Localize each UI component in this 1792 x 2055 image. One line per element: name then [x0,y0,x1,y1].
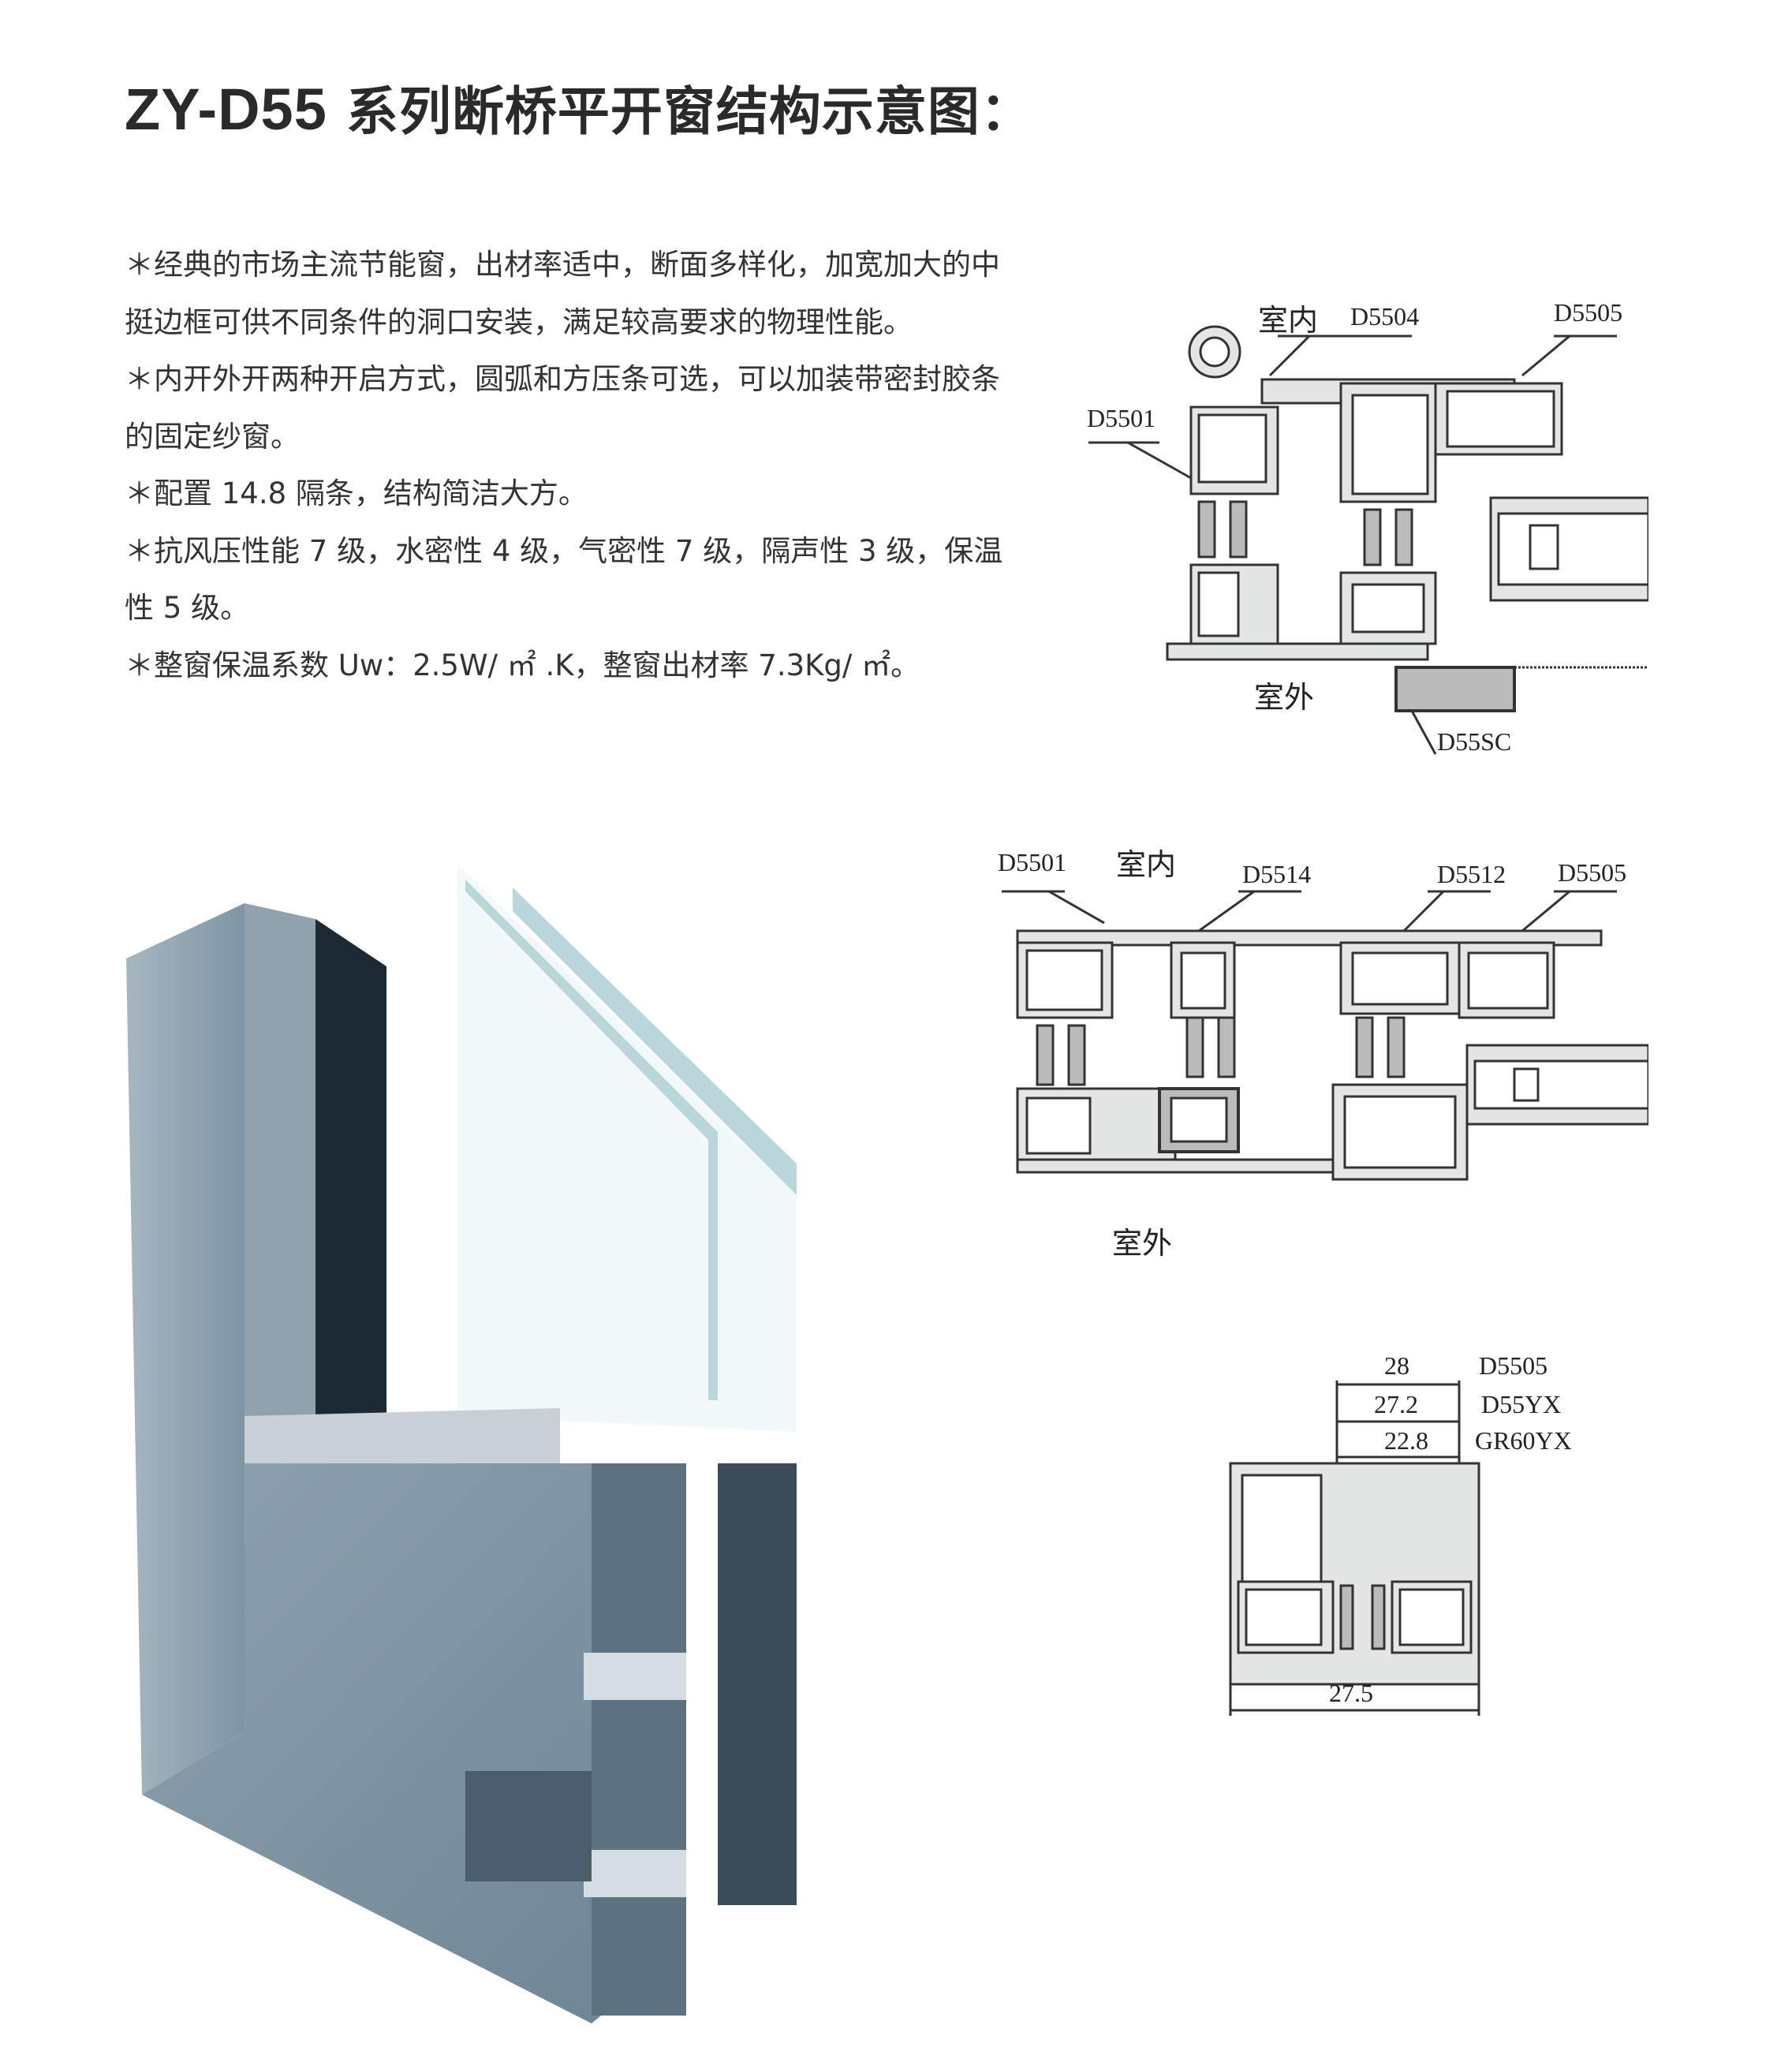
feature-item: ＊内开外开两种开启方式，圆弧和方压条可选，可以加装带密封胶条的固定纱窗。 [125,362,1000,454]
dimension-label: 28 [1384,1351,1409,1380]
part-label: D5501 [1087,404,1156,432]
indoor-label: 室内 [1116,847,1177,882]
model-name: ZY-D55 [125,77,327,142]
part-label: GR60YX [1475,1426,1572,1455]
section-drawing-1 [1088,325,1648,755]
part-label: D5505 [1558,858,1627,887]
feature-item: ＊经典的市场主流节能窗，出材率适中，断面多样化，加宽加大的中挺边框可供不同条件的… [125,248,1000,339]
feature-item: ＊配置 14.8 隔条，结构简洁大方。 [125,476,588,510]
dimension-label: 27.2 [1374,1390,1418,1418]
part-label: D5514 [1242,860,1312,888]
title-text: 系列断桥平开窗结构示意图： [327,81,1033,142]
outdoor-label: 室外 [1254,680,1315,715]
dimension-label: 22.8 [1384,1426,1428,1455]
part-label: D5504 [1350,302,1420,331]
feature-item: ＊整窗保温系数 Uw：2.5W/ ㎡ .K，整窗出材率 7.3Kg/ ㎡。 [125,648,920,682]
part-label: D55SC [1437,727,1512,756]
part-label: D5501 [998,848,1067,876]
indoor-label: 室内 [1258,303,1319,338]
page-title: ZY-D55 系列断桥平开窗结构示意图： [125,69,1033,145]
feature-item: ＊抗风压性能 7 级，水密性 4 级，气密性 7 级，隔声性 3 级，保温性 5… [125,533,1003,626]
part-label: D55YX [1481,1390,1562,1418]
feature-description: ＊经典的市场主流节能窗，出材率适中，断面多样化，加宽加大的中挺边框可供不同条件的… [125,237,1008,694]
window-corner-photo [126,864,797,2023]
outdoor-label: 室外 [1112,1226,1173,1261]
part-label: D5505 [1479,1351,1548,1380]
section-drawing-2 [1002,890,1648,1181]
part-label: D5505 [1554,298,1623,327]
section-drawing-3 [1229,1381,1480,1716]
part-label: D5512 [1437,860,1506,888]
dimension-label: 27.5 [1329,1679,1373,1707]
